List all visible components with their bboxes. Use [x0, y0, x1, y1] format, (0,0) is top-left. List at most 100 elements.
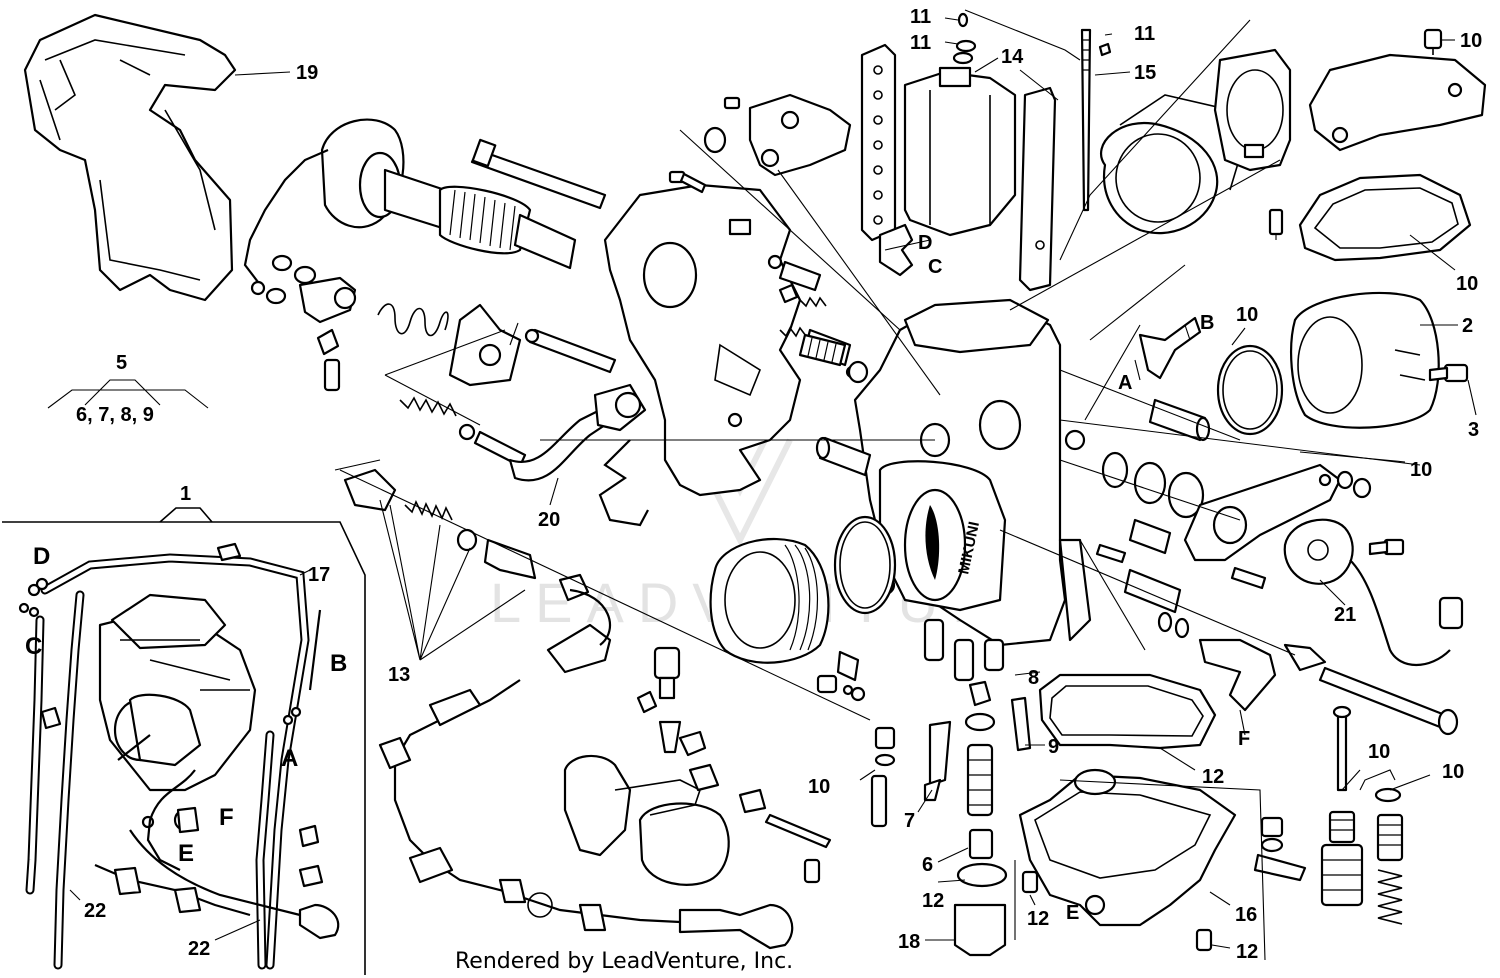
callout-10-slowjet: 10	[808, 776, 830, 798]
throttle-shaft-screw[interactable]	[470, 138, 607, 210]
jet-column[interactable]	[953, 680, 1008, 957]
callout-18: 18	[898, 931, 920, 953]
callout-21: 21	[1334, 604, 1356, 626]
letter-F-inset: F	[219, 804, 234, 831]
letter-D-main: D	[918, 232, 932, 254]
needle-jet-part-7[interactable]	[923, 720, 952, 802]
throttle-drum-assembly[interactable]	[243, 118, 577, 296]
callout-7: 7	[904, 810, 915, 832]
cover-gasket[interactable]	[1298, 173, 1472, 262]
jet-needle-part-15[interactable]	[1080, 28, 1092, 212]
letter-B-main: B	[1200, 312, 1214, 334]
callout-10-pilotscrew: 10	[1368, 741, 1390, 763]
callout-8: 8	[1028, 667, 1039, 689]
letter-F-main: F	[1238, 728, 1250, 750]
intake-boot[interactable]	[709, 537, 830, 664]
carburetor-body[interactable]: MIKUNI	[853, 298, 1092, 682]
throttle-cable[interactable]	[378, 679, 794, 950]
throttle-position-sensor-part-21[interactable]	[1283, 518, 1464, 666]
bowl-fitting-parts[interactable]	[1253, 816, 1307, 882]
bowl-gasket-part-8[interactable]	[1038, 673, 1217, 750]
callout-12-oring: 12	[922, 890, 944, 912]
float-bowl-part-16[interactable]	[1018, 768, 1237, 927]
screw-part-9[interactable]	[1010, 696, 1032, 752]
callout-labels: 19 11 11 11 14 15 10 10 10 2 3 10 21 20 …	[25, 6, 1482, 974]
coil-spring[interactable]	[377, 303, 449, 337]
inset-carburetor[interactable]	[98, 593, 257, 834]
small-jet-parts[interactable]	[816, 650, 866, 702]
slide-guide-strip[interactable]	[1018, 86, 1057, 292]
bowl-screws-part-12[interactable]	[1021, 870, 1213, 952]
group-1-number: 1	[180, 483, 191, 505]
starter-valve-part-13[interactable]	[343, 468, 612, 674]
gasket-screw[interactable]	[1268, 208, 1284, 240]
inset-border	[2, 521, 366, 975]
letter-E-main: E	[1066, 902, 1079, 924]
throttle-lever-parts[interactable]	[265, 254, 357, 392]
callout-17: 17	[308, 564, 330, 586]
air-cover-part-19[interactable]	[23, 13, 237, 302]
render-credit: Rendered by LeadVenture, Inc.	[455, 949, 793, 974]
pilot-screw-assembly[interactable]	[1320, 705, 1364, 907]
callout-2: 2	[1462, 315, 1473, 337]
callout-16: 16	[1235, 904, 1257, 926]
leader-lines	[47, 9, 1477, 961]
boot-o-ring[interactable]	[833, 515, 897, 615]
float-assembly[interactable]	[563, 754, 730, 886]
throttle-link-plate[interactable]	[703, 93, 852, 177]
callout-10-topright: 10	[1460, 30, 1482, 52]
starter-cable-part-20[interactable]	[508, 383, 647, 482]
cover-screw[interactable]	[1423, 28, 1443, 55]
callout-11-top: 11	[910, 6, 931, 28]
sensor-screws[interactable]	[1095, 470, 1405, 590]
callout-13: 13	[388, 664, 410, 686]
adjuster-screw[interactable]	[524, 328, 617, 374]
slide-plate-strip[interactable]	[860, 43, 897, 242]
letter-C-inset: C	[25, 633, 42, 660]
top-cover[interactable]	[1308, 53, 1487, 152]
group-5-number: 5	[116, 352, 127, 374]
intake-adapter-part-2[interactable]	[1290, 291, 1440, 429]
right-tubes[interactable]	[1123, 398, 1211, 614]
letter-C-main: C	[928, 256, 942, 278]
throttle-slide-part-14[interactable]	[903, 66, 1017, 237]
throttle-bracket[interactable]	[603, 183, 802, 497]
starter-plunger[interactable]	[1198, 638, 1327, 712]
assembly-inset	[2, 507, 366, 975]
adapter-screw-part-3[interactable]	[1428, 363, 1469, 383]
vent-fitting-B[interactable]	[1138, 316, 1202, 380]
o-ring-right[interactable]	[1216, 344, 1284, 436]
callout-3: 3	[1468, 419, 1479, 441]
inset-hoses[interactable]	[25, 553, 322, 970]
throttle-sensor-bracket[interactable]	[1183, 463, 1342, 562]
air-screw-assembly[interactable]	[1374, 787, 1404, 925]
linkage-hardware[interactable]	[778, 260, 869, 384]
bracket-screw[interactable]	[668, 170, 707, 194]
callout-12-gasket: 12	[1202, 766, 1224, 788]
callout-22-bottom: 22	[188, 938, 210, 960]
callout-11-right: 11	[1134, 23, 1155, 45]
air-funnel-holder[interactable]	[1213, 48, 1292, 172]
inset-hose-clips[interactable]	[18, 542, 324, 888]
letter-D-inset: D	[33, 543, 50, 570]
inset-throttle-cable[interactable]	[94, 769, 340, 940]
float-needle-parts[interactable]	[636, 646, 707, 757]
callout-11-mid: 11	[910, 32, 931, 54]
callout-15: 15	[1134, 62, 1156, 84]
needle-clip-washers-11[interactable]	[952, 12, 1112, 65]
idle-spring-rod[interactable]	[399, 396, 527, 468]
letter-B-inset: B	[330, 650, 347, 677]
callout-19: 19	[296, 62, 318, 84]
slow-jet-part-10[interactable]	[870, 726, 896, 828]
rod-clip[interactable]	[598, 439, 649, 527]
letter-A-inset: A	[281, 745, 298, 772]
throttle-cam-lever[interactable]	[448, 303, 522, 387]
assembly-1-bracket	[159, 507, 213, 523]
vent-fitting-DC[interactable]	[878, 223, 914, 277]
long-body-screw[interactable]	[1318, 666, 1459, 736]
float-pin[interactable]	[738, 788, 832, 884]
callout-10-seal: 10	[1410, 459, 1432, 481]
callout-12-screw-left: 12	[1027, 908, 1049, 930]
seal-rings[interactable]	[1101, 451, 1205, 639]
